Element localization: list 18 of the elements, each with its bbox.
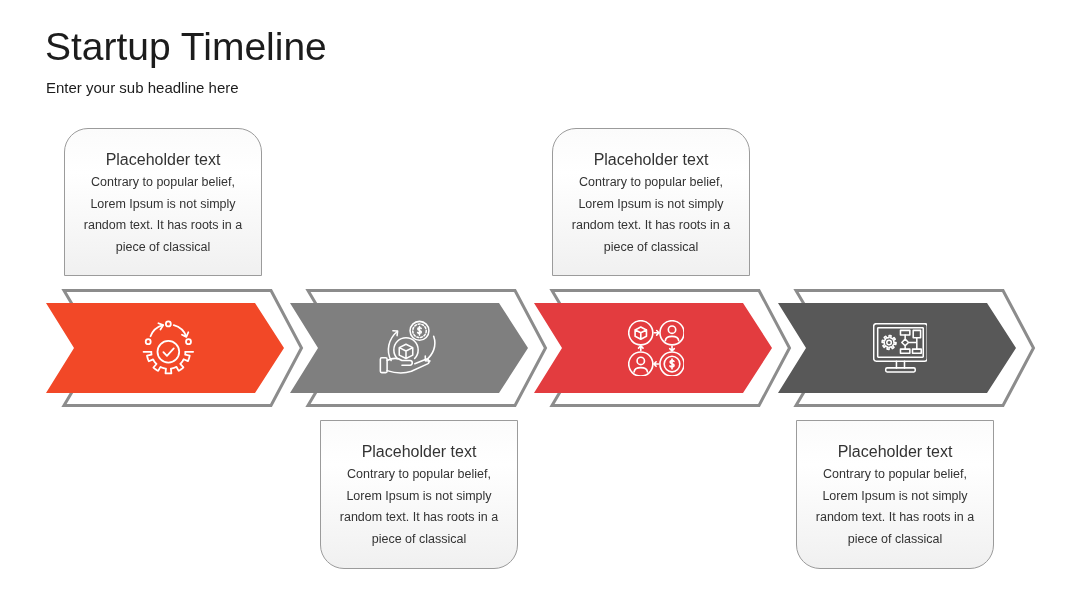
card-body-text: Contrary to popular belief, Lorem Ipsum is not simply random text. It has roots in a piece of classical (814, 466, 976, 548)
chevron-step (534, 289, 792, 407)
chevron-step (290, 289, 548, 407)
title: Startup Timeline (45, 24, 327, 70)
card-heading: Placeholder text (837, 442, 953, 462)
chevron-step (778, 289, 1036, 407)
text-card (796, 420, 994, 569)
card-heading: Placeholder text (361, 442, 477, 462)
subtitle: Enter your sub headline here (46, 79, 239, 97)
card-heading: Placeholder text (105, 150, 221, 170)
card-heading: Placeholder text (593, 150, 709, 170)
card-body-text: Contrary to popular belief, Lorem Ipsum is not simply random text. It has roots in a piece of classical (338, 466, 500, 548)
text-card (64, 128, 262, 276)
chevron-step (46, 289, 304, 407)
card-body-text: Contrary to popular belief, Lorem Ipsum is not simply random text. It has roots in a piece of classical (570, 174, 732, 256)
text-card (552, 128, 750, 276)
card-body-text: Contrary to popular belief, Lorem Ipsum is not simply random text. It has roots in a piece of classical (82, 174, 244, 256)
text-card (320, 420, 518, 569)
